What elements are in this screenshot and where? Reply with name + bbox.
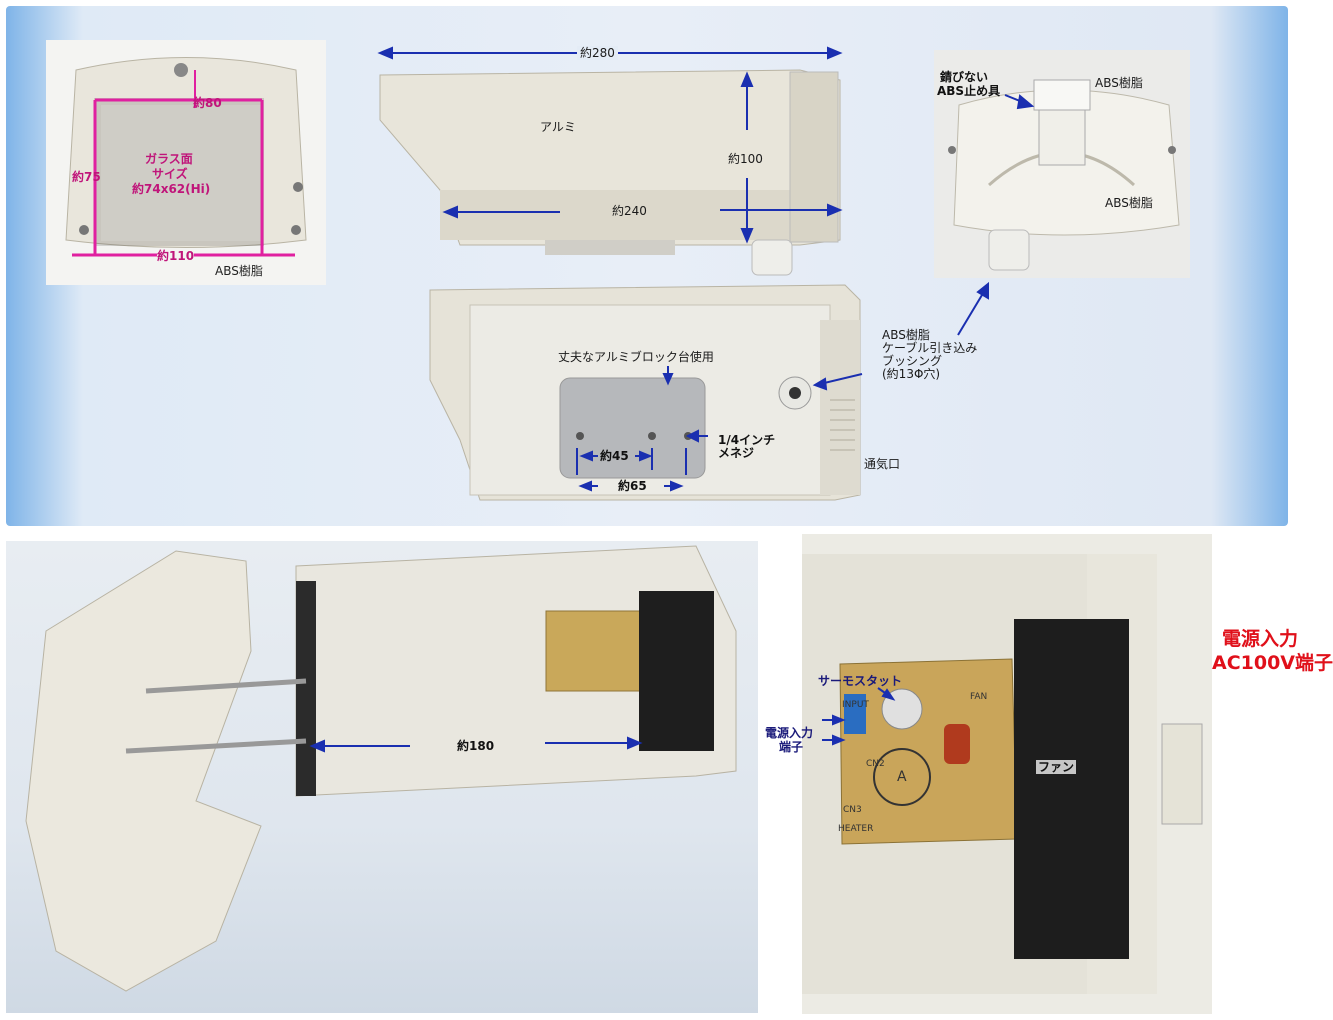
- back-top-material: ABS樹脂: [1095, 76, 1143, 90]
- back-housing-drawing: [948, 79, 1180, 271]
- power-label-line1: 電源入力: [765, 726, 814, 740]
- front-height-label: 約75: [72, 170, 101, 184]
- front-view-photo: [46, 40, 326, 285]
- spacing-outer-label: 約65: [618, 479, 647, 493]
- glass-label-line1: ガラス面: [145, 152, 193, 166]
- pcb-heater: HEATER: [838, 824, 874, 834]
- front-housing-drawing: [65, 57, 307, 248]
- bushing-line3: ブッシング: [882, 354, 943, 368]
- pcb-drawing: [802, 534, 1212, 1014]
- pcb-photo: [802, 534, 1212, 1014]
- vent-label: 通気口: [864, 457, 901, 471]
- screw-label-line1: 1/4インチ: [718, 433, 776, 447]
- side-material-label: アルミ: [540, 120, 576, 134]
- front-width-label: 約80: [193, 96, 222, 110]
- thermostat-label: サーモスタット: [818, 674, 903, 688]
- callout-line1: 電源入力: [1222, 628, 1299, 650]
- spacing-inner-label: 約45: [600, 449, 629, 463]
- pcb-a: A: [897, 769, 907, 785]
- pcb-fan: FAN: [970, 692, 988, 702]
- pcb-input: INPUT: [842, 700, 869, 710]
- bushing-line1: ABS樹脂: [882, 328, 930, 342]
- clip-label-line1: 錆びない: [940, 70, 989, 84]
- interior-length-label: 約180: [457, 739, 495, 753]
- bushing-line2: ケーブル引き込み: [882, 341, 978, 355]
- interior-photo: [6, 541, 758, 1013]
- side-inner-length-label: 約240: [612, 204, 647, 218]
- pcb-cn2: CN2: [866, 759, 885, 769]
- glass-label-line2: サイズ: [152, 167, 188, 181]
- clip-label-line2: ABS止め具: [937, 84, 1001, 98]
- callout-line2: AC100V端子: [1212, 652, 1333, 674]
- side-height-label: 約100: [728, 152, 763, 166]
- power-label-line2: 端子: [779, 740, 804, 754]
- block-label: 丈夫なアルミブロック台使用: [558, 350, 714, 364]
- interior-drawing: [25, 545, 737, 992]
- back-bottom-material: ABS樹脂: [1105, 196, 1153, 210]
- screw-label-line2: メネジ: [718, 446, 755, 460]
- front-outer-width-label: 約110: [157, 249, 195, 263]
- glass-label-line3: 約74x62(Hi): [132, 182, 211, 196]
- fan-label: ファン: [1036, 760, 1077, 774]
- bushing-line4: (約13Φ穴): [882, 367, 941, 381]
- front-material-label: ABS樹脂: [215, 264, 263, 278]
- side-length-label: 約280: [577, 46, 618, 60]
- pcb-cn3: CN3: [843, 805, 862, 815]
- back-view-photo: [934, 50, 1190, 278]
